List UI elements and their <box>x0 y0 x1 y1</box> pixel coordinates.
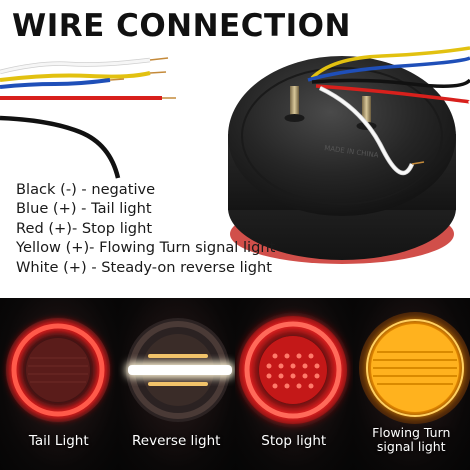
mode-label-stop: Stop light <box>261 433 327 449</box>
mode-label-turn-line2: signal light <box>376 439 446 454</box>
wire-connection-section: WIRE CONNECTION <box>0 8 470 277</box>
turn-signal-lamp <box>358 312 470 424</box>
light-modes-strip: Tail Light Reverse light <box>0 298 470 470</box>
legend-black-wire: Black (-) - negative <box>16 181 156 198</box>
legend-blue-wire: Blue (+) - Tail light <box>16 200 152 218</box>
mode-panel-stop: Stop light <box>235 298 353 470</box>
legend-red-wire: Red (+)- Stop light <box>16 219 153 237</box>
mode-label-tail: Tail Light <box>28 433 89 449</box>
wire-legend: Black (-) - negative Blue (+) - Tail lig… <box>16 180 275 277</box>
mode-panel-reverse: Reverse light <box>117 298 235 470</box>
page-title: WIRE CONNECTION <box>12 8 351 44</box>
wire-ends-illustration <box>0 57 176 179</box>
stop-light-lamp <box>239 316 347 424</box>
mode-panel-turn-signal: Flowing Turn signal light <box>352 298 470 470</box>
mode-label-reverse: Reverse light <box>132 433 221 449</box>
legend-yellow-wire: Yellow (+)- Flowing Turn signal light <box>16 239 276 257</box>
mode-label-turn-line1: Flowing Turn <box>372 425 451 440</box>
tail-light-lamp <box>6 318 110 422</box>
lamp-back-housing: MADE IN CHINA <box>228 46 470 264</box>
reverse-light-lamp <box>125 318 234 422</box>
legend-white-wire: White (+) - Steady-on reverse light <box>16 258 272 276</box>
mode-panel-tail: Tail Light <box>0 298 118 470</box>
